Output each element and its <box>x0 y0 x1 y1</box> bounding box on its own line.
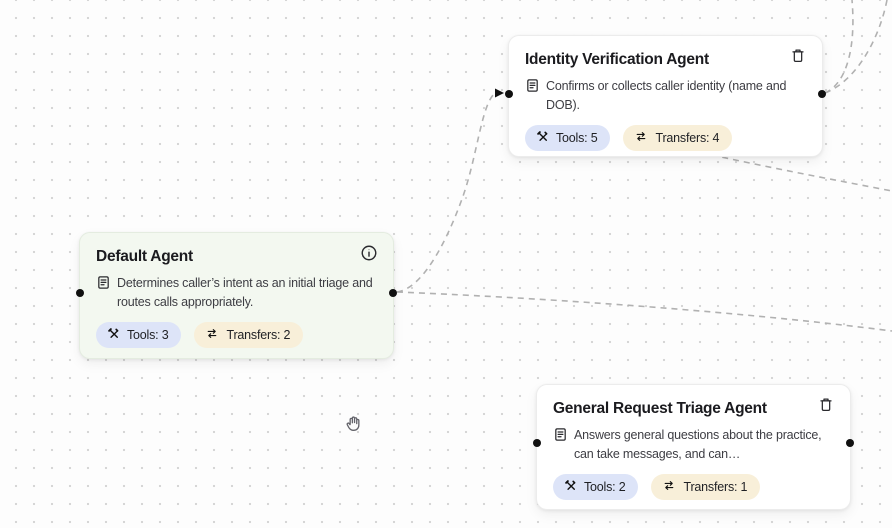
crossed-tools-icon <box>564 479 577 495</box>
delete-node-button[interactable] <box>816 397 836 417</box>
wire-default-to-identity <box>396 93 495 293</box>
transfer-arrows-icon <box>205 327 219 343</box>
delete-node-button[interactable] <box>788 48 808 68</box>
transfers-badge: Transfers: 4 <box>623 124 733 151</box>
node-title: Default Agent <box>96 248 193 265</box>
node-description: Confirms or collects caller identity (na… <box>546 79 787 112</box>
transfers-badge: Transfers: 1 <box>651 473 761 500</box>
node-description: Answers general questions about the prac… <box>574 428 822 461</box>
connector-out[interactable] <box>818 90 826 98</box>
document-icon <box>96 275 111 295</box>
node-title: Identity Verification Agent <box>525 51 709 68</box>
transfers-badge-label: Transfers: 2 <box>226 327 291 342</box>
transfers-badge: Transfers: 2 <box>194 321 304 348</box>
wire-default-to-right-edge <box>396 291 892 332</box>
node-description: Determines caller’s intent as an initial… <box>117 276 373 309</box>
tools-badge-label: Tools: 2 <box>584 479 626 494</box>
tools-badge: Tools: 3 <box>96 321 182 348</box>
connector-in[interactable] <box>505 90 513 98</box>
wire-identity-to-top-2 <box>824 0 888 94</box>
grab-hand-icon <box>343 413 364 434</box>
agent-node-default[interactable]: Default Agent Determines caller’s intent… <box>76 232 397 359</box>
transfers-badge-label: Transfers: 4 <box>655 130 720 145</box>
document-icon <box>553 427 568 447</box>
transfer-arrows-icon <box>634 130 648 146</box>
document-icon <box>525 78 540 98</box>
wire-arrowhead <box>495 88 504 98</box>
crossed-tools-icon <box>536 130 549 146</box>
tools-badge-label: Tools: 5 <box>556 130 598 145</box>
agent-node-general-request-triage[interactable]: General Request Triage Agent Answers gen… <box>533 384 854 510</box>
tools-badge: Tools: 2 <box>553 473 639 500</box>
tools-badge-label: Tools: 3 <box>127 327 169 342</box>
info-icon <box>360 244 378 267</box>
trash-icon <box>790 47 806 69</box>
tools-badge: Tools: 5 <box>525 124 611 151</box>
node-title: General Request Triage Agent <box>553 400 767 417</box>
node-info-button[interactable] <box>359 245 379 265</box>
connector-in[interactable] <box>76 289 84 297</box>
connector-out[interactable] <box>389 289 397 297</box>
transfer-arrows-icon <box>662 479 676 495</box>
transfers-badge-label: Transfers: 1 <box>683 479 748 494</box>
trash-icon <box>818 396 834 418</box>
wire-identity-to-top-1 <box>824 0 854 94</box>
connector-out[interactable] <box>846 439 854 447</box>
crossed-tools-icon <box>107 327 120 343</box>
connector-in[interactable] <box>533 439 541 447</box>
agent-node-identity-verification[interactable]: Identity Verification Agent Confirms or … <box>505 35 826 157</box>
